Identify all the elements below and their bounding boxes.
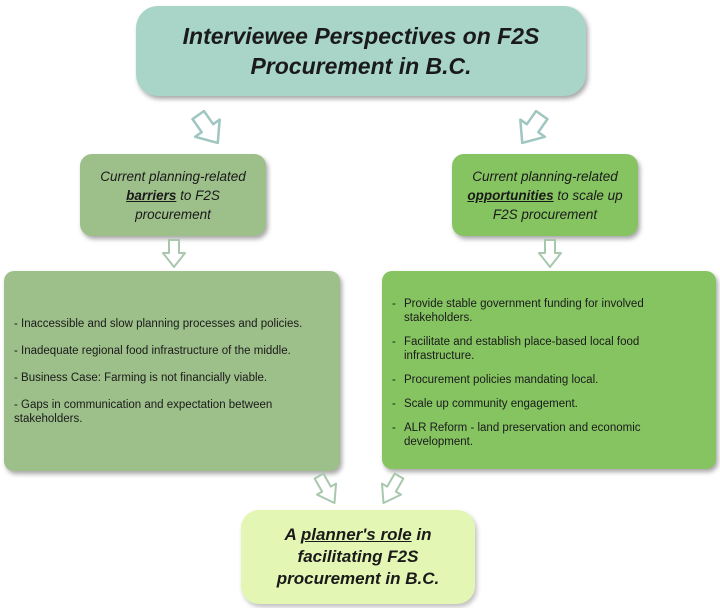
barriers-header: Current planning-related barriers to F2S… <box>80 154 266 236</box>
title-line-1: Interviewee Perspectives on F2S <box>182 23 540 49</box>
down-arrow-icon-title-left <box>191 110 221 145</box>
opportunities-list: -Provide stable government funding for i… <box>392 297 706 449</box>
dash-bullet-icon: - <box>392 398 396 410</box>
opportunity-item-text: Scale up community engagement. <box>404 398 578 410</box>
title-line-2: Procurement in B.C. <box>250 53 472 79</box>
conclusion-box: A planner's role in facilitating F2S pro… <box>241 510 475 604</box>
opportunities-keyword: opportunities <box>467 187 554 203</box>
barrier-item: - Gaps in communication and expectation … <box>14 399 273 425</box>
opportunities-header-prefix: Current planning-related <box>472 168 618 184</box>
dash-bullet-icon: - <box>392 422 396 434</box>
opportunity-item: -Provide stable government funding for i… <box>392 297 706 325</box>
barrier-item: - Inaccessible and slow planning process… <box>14 318 303 330</box>
opportunities-header: Current planning-related opportunities t… <box>452 154 638 236</box>
down-arrow-icon-opportunities <box>538 239 562 268</box>
barriers-list-panel: - Inaccessible and slow planning process… <box>4 271 340 471</box>
opportunity-item: -Procurement policies mandating local. <box>392 373 706 387</box>
opportunity-item-text: ALR Reform - land preservation and econo… <box>404 422 641 448</box>
barrier-item: - Inadequate regional food infrastructur… <box>14 345 291 357</box>
conclusion-line-2: facilitating F2S <box>297 547 419 566</box>
barriers-list: - Inaccessible and slow planning process… <box>14 317 330 426</box>
down-arrow-icon-barriers <box>162 239 186 268</box>
opportunity-item: -ALR Reform - land preservation and econ… <box>392 421 706 449</box>
diagram-title: Interviewee Perspectives on F2S Procurem… <box>136 6 586 96</box>
opportunities-header-line3: F2S procurement <box>492 206 598 222</box>
barriers-header-line3: procurement <box>135 206 211 222</box>
opportunities-list-panel: -Provide stable government funding for i… <box>382 271 716 469</box>
conclusion-line-3: procurement in B.C. <box>276 569 440 588</box>
opportunity-item: -Scale up community engagement. <box>392 397 706 411</box>
conclusion-suffix: in <box>411 525 432 544</box>
barrier-item: - Business Case: Farming is not financia… <box>14 372 268 384</box>
conclusion-prefix: A <box>284 525 301 544</box>
opportunity-item-text: Facilitate and establish place-based loc… <box>404 336 640 362</box>
down-arrow-icon-title-right <box>519 110 549 145</box>
opportunity-item-text: Procurement policies mandating local. <box>404 374 599 386</box>
dash-bullet-icon: - <box>392 298 396 310</box>
opportunity-item-text: Provide stable government funding for in… <box>404 298 644 324</box>
barriers-keyword: barriers <box>126 187 177 203</box>
down-arrow-icon-conclusion-left <box>313 472 338 504</box>
dash-bullet-icon: - <box>392 374 396 386</box>
conclusion-keyword: planner's role <box>300 525 412 544</box>
barriers-header-suffix: to F2S <box>176 187 220 203</box>
dash-bullet-icon: - <box>392 336 396 348</box>
opportunity-item: -Facilitate and establish place-based lo… <box>392 335 706 363</box>
barriers-header-prefix: Current planning-related <box>100 168 246 184</box>
down-arrow-icon-conclusion-right <box>380 472 405 504</box>
opportunities-header-suffix: to scale up <box>553 187 623 203</box>
